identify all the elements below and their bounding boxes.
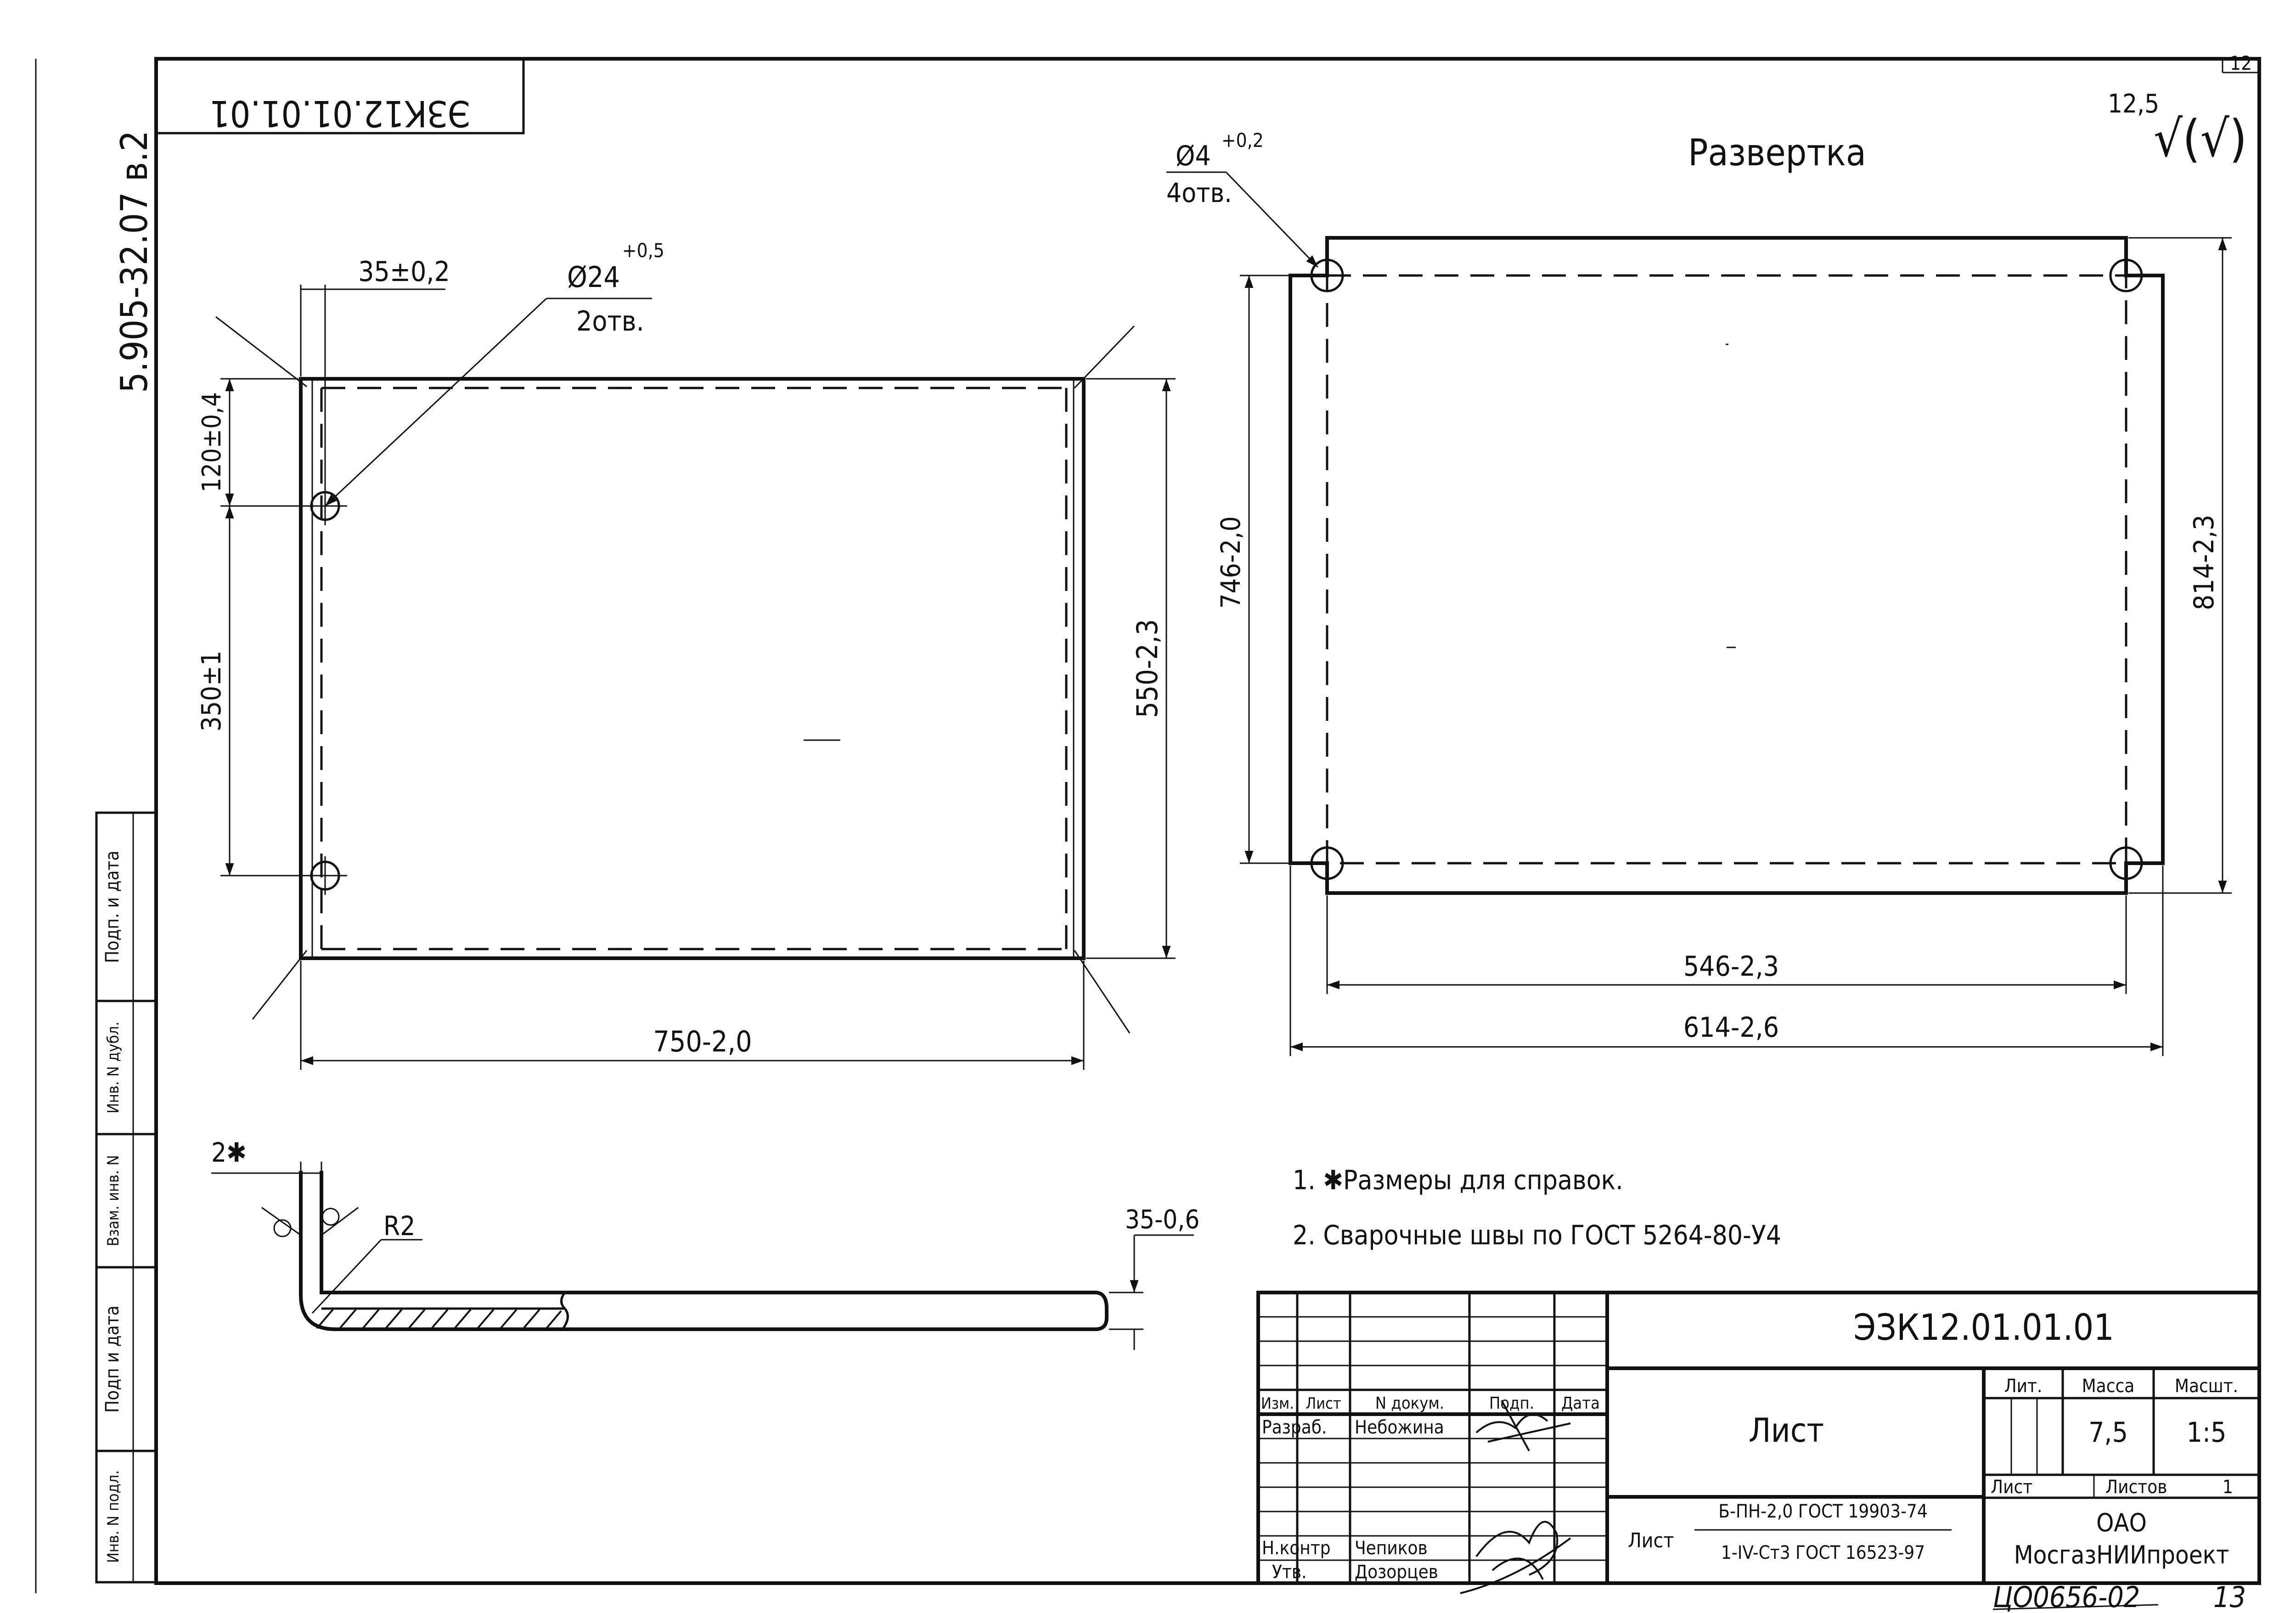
flat-hole-tr <box>2109 259 2143 292</box>
tb-sheets-value: 1 <box>2223 1477 2233 1498</box>
front-hole-count: 2отв. <box>576 305 644 337</box>
tb-role-normcontrol: Н.контр <box>1262 1538 1331 1559</box>
section-dim-35: 35-0,6 <box>1125 1205 1199 1235</box>
tb-material-top: Б-ПН-2,0 ГОСТ 19903-74 <box>1718 1501 1927 1522</box>
tb-material-prefix: Лист <box>1628 1529 1674 1552</box>
inverted-code: ЭЗК12.01.01.01 <box>209 92 470 134</box>
roughness-symbol: √(√) <box>2154 109 2247 168</box>
signature-1 <box>1475 1400 1571 1451</box>
tb-org-line1: ОАО <box>2096 1508 2147 1537</box>
section-view: 2✱ R2 35-0,6 <box>211 1137 1199 1350</box>
tb-sheets-label: Листов <box>2105 1477 2167 1498</box>
flat-hole-tol: +0,2 <box>1221 129 1264 152</box>
flat-dim-746: 746-2,0 <box>1215 516 1246 608</box>
tb-doc-code: ЭЗК12.01.01.01 <box>1853 1307 2114 1349</box>
tb-org-line2: МосгазНИИпроект <box>2014 1540 2229 1569</box>
tb-col-rev: Изм. <box>1261 1394 1294 1413</box>
note-1: 1. ✱Размеры для справок. <box>1293 1164 1623 1196</box>
tb-col-doc: N докум. <box>1375 1394 1444 1413</box>
tb-sheet-label: Лист <box>1991 1477 2032 1498</box>
tb-scale-label: Масшт. <box>2175 1376 2238 1397</box>
section-hatch <box>316 1309 562 1329</box>
tb-lit-label: Лит. <box>2004 1376 2043 1397</box>
flat-hole-tl <box>1310 259 1344 292</box>
front-dim-750: 750-2,0 <box>653 1025 752 1058</box>
title-block: Изм. Лист N докум. Подп. Дата Разраб. Не… <box>1256 1291 2261 1594</box>
tb-col-date: Дата <box>1561 1394 1600 1413</box>
front-hole-dia: Ø24 <box>567 260 620 294</box>
note-2: 2. Сварочные швы по ГОСТ 5264-80-У4 <box>1293 1220 1781 1251</box>
front-view: 35±0,2 Ø24 +0,5 2отв. 120±0,4 350±1 550-… <box>196 239 1176 1070</box>
front-dim-35: 35±0,2 <box>358 256 450 288</box>
side-code: 5.905-32.07 в.2 <box>113 130 156 393</box>
tb-role-developer: Разраб. <box>1262 1417 1327 1438</box>
page-number-hand: 13 <box>2213 1580 2246 1613</box>
notes: 1. ✱Размеры для справок. 2. Сварочные шв… <box>1293 1164 1781 1251</box>
tb-role-approved: Утв. <box>1272 1562 1307 1583</box>
section-dim-2: 2✱ <box>211 1137 247 1168</box>
flat-hole-count: 4отв. <box>1166 177 1232 208</box>
tb-mass-label: Масса <box>2082 1376 2135 1397</box>
stamp-cell-orig-inv: Инв. N подл. <box>104 1470 123 1563</box>
sheet-number: 12 <box>2230 52 2252 74</box>
tb-material-bottom: 1-IV-Ст3 ГОСТ 16523-97 <box>1721 1542 1925 1563</box>
inverted-code-box: ЭЗК12.01.01.01 <box>155 57 525 135</box>
flat-title: Развертка <box>1688 131 1866 174</box>
flat-dim-814: 814-2,3 <box>2188 515 2220 610</box>
stamp-cell-sign-date-1: Подп. и дата <box>102 850 123 963</box>
tb-person-developer: Небожина <box>1355 1417 1444 1438</box>
section-radius: R2 <box>383 1210 415 1242</box>
stamp-cell-replace-inv: Взам. инв. N <box>104 1155 123 1247</box>
roughness-mark: 12,5 √(√) <box>2108 89 2247 168</box>
front-dim-550: 550-2,3 <box>1131 619 1164 718</box>
flat-dim-546: 546-2,3 <box>1683 950 1779 983</box>
tb-col-sign: Подп. <box>1489 1394 1534 1413</box>
roughness-value: 12,5 <box>2108 89 2159 119</box>
tb-part-name: Лист <box>1749 1411 1824 1450</box>
side-stamp: Подп. и дата Инв. N дубл. Взам. инв. N П… <box>95 811 158 1584</box>
front-hole-tol: +0,5 <box>622 239 664 262</box>
tb-person-normcontrol: Чепиков <box>1355 1538 1428 1559</box>
flat-hole-br <box>2109 846 2143 880</box>
flat-pattern-view: Развертка Ø4 +0,2 4отв. 746-2,0 814-2,3 <box>1166 129 2232 1056</box>
tb-col-sheet: Лист <box>1306 1394 1341 1413</box>
stamp-cell-dup-inv: Инв. N дубл. <box>104 1022 123 1113</box>
tb-person-approved: Дозорцев <box>1355 1562 1438 1583</box>
front-dim-350: 350±1 <box>196 651 227 732</box>
flat-dim-614: 614-2,6 <box>1683 1012 1779 1044</box>
front-dim-120: 120±0,4 <box>197 392 227 492</box>
flat-hole-dia: Ø4 <box>1176 140 1211 172</box>
signature-2 <box>1460 1521 1571 1594</box>
tb-mass-value: 7,5 <box>2088 1416 2128 1449</box>
stamp-cell-sign-date-2: Подп и дата <box>102 1305 123 1413</box>
flat-hole-bl <box>1310 846 1344 880</box>
tb-scale-value: 1:5 <box>2187 1416 2227 1449</box>
